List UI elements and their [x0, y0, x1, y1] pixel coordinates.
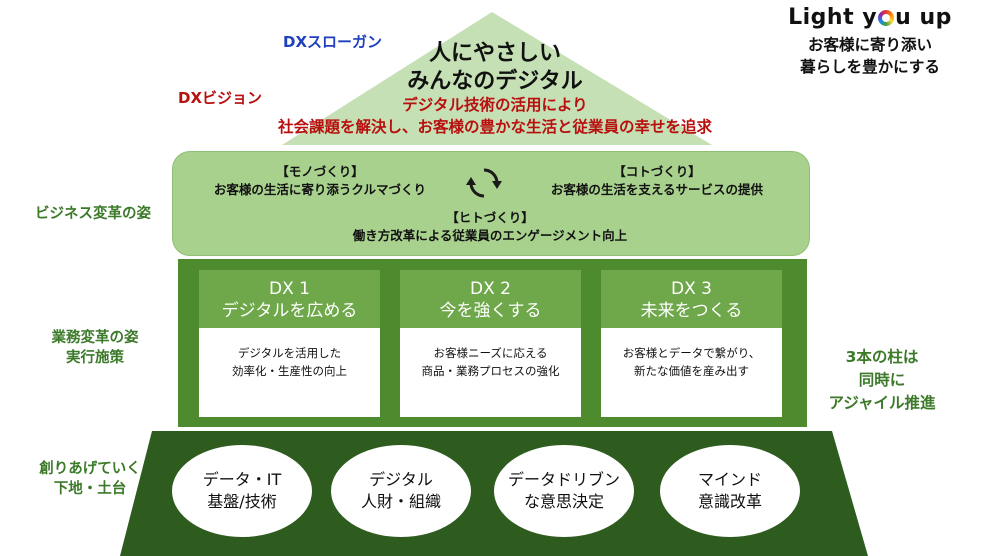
- label-foundation-line2: 下地・土台: [53, 481, 127, 497]
- slogan-line2: みんなのデジタル: [407, 69, 583, 94]
- pillar-title: DX 1: [269, 279, 310, 299]
- foundation-line2: な意思決定: [523, 492, 604, 511]
- hito-desc: 働き方改革による従業員のエンゲージメント向上: [352, 228, 628, 243]
- pillar-dx3: DX 3 未来をつくる お客様とデータで繋がり、 新たな価値を産み出す: [601, 270, 782, 417]
- slogan-line1: 人にやさしい: [428, 41, 561, 66]
- pillar-head: DX 1 デジタルを広める: [199, 270, 380, 328]
- mono-title: 【モノづくり】: [276, 164, 364, 179]
- business-hito: 【ヒトづくり】 働き方改革による従業員のエンゲージメント向上: [300, 209, 680, 245]
- dx-vision: デジタル技術の活用により 社会課題を解決し、お客様の豊かな生活と従業員の幸せを追…: [200, 94, 790, 138]
- foundation-data-it: データ・IT 基盤/技術: [172, 445, 312, 537]
- foundation-line2: 基盤/技術: [207, 492, 277, 511]
- label-foundation: 創りあげていく 下地・土台: [20, 459, 160, 499]
- dx-slogan: 人にやさしい みんなのデジタル: [340, 40, 650, 96]
- label-agile: 3本の柱は 同時に アジャイル推進: [812, 346, 952, 415]
- pillar-desc-line1: お客様ニーズに応える: [433, 346, 548, 360]
- dx-slogan-label: DXスローガン: [283, 33, 383, 51]
- pillar-desc-line1: デジタルを活用した: [237, 346, 342, 360]
- pillar-subtitle: デジタルを広める: [221, 301, 358, 321]
- koto-title: 【コトづくり】: [613, 164, 701, 179]
- mono-desc: お客様の生活に寄り添うクルマづくり: [213, 182, 427, 197]
- label-agile-line2: 同時に: [858, 371, 906, 389]
- hito-title: 【ヒトづくり】: [446, 210, 534, 225]
- foundation-line1: マインド: [697, 470, 762, 489]
- foundation-data-driven: データドリブン な意思決定: [494, 445, 634, 537]
- brand-tagline-line2: 暮らしを豊かにする: [800, 58, 940, 76]
- pillar-desc-line2: 新たな価値を産み出す: [634, 364, 749, 378]
- foundation-line2: 人財・組織: [360, 492, 441, 511]
- brand-tagline-line1: お客様に寄り添い: [807, 36, 932, 54]
- foundation-line1: データドリブン: [507, 470, 620, 489]
- pillar-title: DX 3: [671, 279, 712, 299]
- cycle-arrows-icon: [466, 168, 502, 198]
- pillar-body: お客様とデータで繋がり、 新たな価値を産み出す: [601, 328, 782, 380]
- label-business-transformation: ビジネス変革の姿: [35, 206, 151, 222]
- label-operations-line2: 実行施策: [66, 350, 124, 366]
- pillar-body: お客様ニーズに応える 商品・業務プロセスの強化: [400, 328, 581, 380]
- label-operations: 業務変革の姿 実行施策: [30, 328, 160, 368]
- vision-line1: デジタル技術の活用により: [402, 96, 588, 114]
- brand-logo-pre: Light y: [788, 5, 878, 30]
- pillar-desc-line1: お客様とデータで繋がり、: [622, 346, 761, 360]
- pillar-desc-line2: 商品・業務プロセスの強化: [421, 364, 560, 378]
- vision-line2: 社会課題を解決し、お客様の豊かな生活と従業員の幸せを追求: [277, 118, 712, 136]
- pillar-body: デジタルを活用した 効率化・生産性の向上: [199, 328, 380, 380]
- foundation-mindset: マインド 意識改革: [660, 445, 800, 537]
- pillar-dx1: DX 1 デジタルを広める デジタルを活用した 効率化・生産性の向上: [199, 270, 380, 417]
- roof-triangle: [282, 12, 712, 145]
- business-band: [172, 151, 810, 256]
- brand-logo-post: u up: [895, 5, 952, 30]
- brand-tagline: お客様に寄り添い 暮らしを豊かにする: [760, 34, 980, 78]
- label-operations-line1: 業務変革の姿: [51, 330, 139, 346]
- brand-block: Light y u up お客様に寄り添い 暮らしを豊かにする: [760, 5, 980, 78]
- foundation-line1: デジタル: [369, 470, 433, 489]
- pillar-subtitle: 今を強くする: [439, 301, 542, 321]
- pillar-desc-line2: 効率化・生産性の向上: [232, 364, 347, 378]
- business-mono: 【モノづくり】 お客様の生活に寄り添うクルマづくり: [190, 163, 450, 199]
- dx-vision-label: DXビジョン: [178, 89, 263, 107]
- rainbow-ring-icon: [878, 9, 895, 26]
- pillar-subtitle: 未来をつくる: [640, 301, 743, 321]
- pillar-dx2: DX 2 今を強くする お客様ニーズに応える 商品・業務プロセスの強化: [400, 270, 581, 417]
- pillar-title: DX 2: [470, 279, 511, 299]
- foundation-digital-talent: デジタル 人財・組織: [331, 445, 471, 537]
- pillar-head: DX 3 未来をつくる: [601, 270, 782, 328]
- brand-logo: Light y u up: [760, 5, 980, 30]
- label-agile-line1: 3本の柱は: [845, 348, 919, 366]
- pillar-head: DX 2 今を強くする: [400, 270, 581, 328]
- foundation-line2: 意識改革: [697, 492, 762, 511]
- business-koto: 【コトづくり】 お客様の生活を支えるサービスの提供: [522, 163, 792, 199]
- label-agile-line3: アジャイル推進: [828, 394, 936, 412]
- foundation-line1: データ・IT: [202, 470, 282, 489]
- label-foundation-line1: 創りあげていく: [39, 461, 141, 477]
- koto-desc: お客様の生活を支えるサービスの提供: [550, 182, 764, 197]
